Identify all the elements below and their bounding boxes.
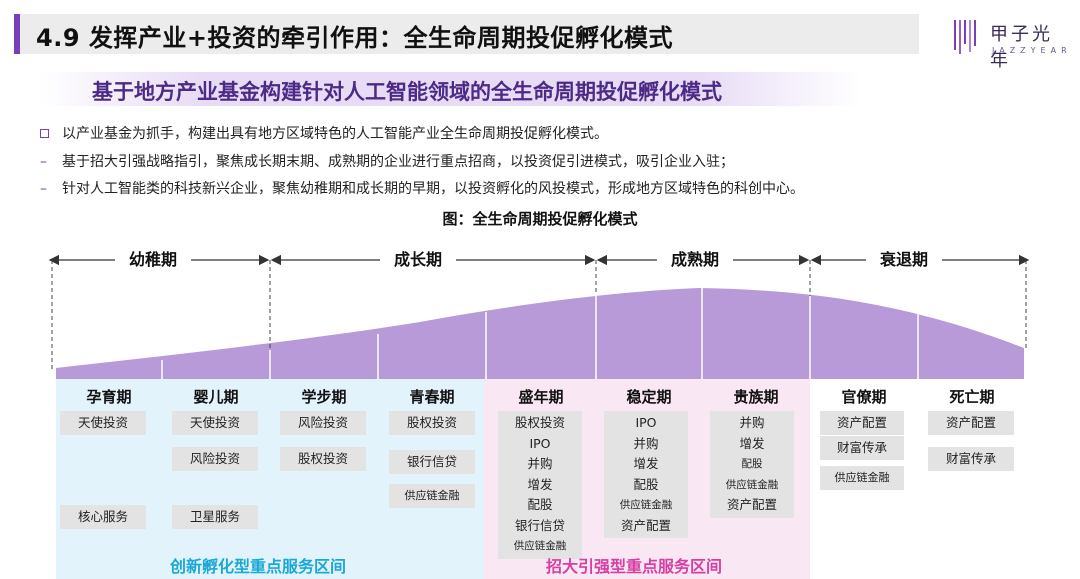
financing-box: 核心服务 bbox=[60, 505, 146, 529]
column-title: 稳定期 bbox=[626, 388, 672, 406]
incubation-zone-label: 创新孵化型重点服务区间 bbox=[170, 557, 347, 576]
financing-item: 增发 bbox=[633, 456, 659, 471]
financing-item: 配股 bbox=[741, 458, 763, 470]
financing-box: 资产配置 bbox=[820, 411, 904, 435]
financing-box: 资产配置 bbox=[928, 411, 1014, 435]
financing-item: 供应链金融 bbox=[725, 478, 779, 491]
financing-stack: IPO 并购 增发 配股 供应链金融 资产配置 bbox=[604, 411, 688, 538]
square-bullet-icon bbox=[40, 129, 49, 138]
bullet-item: –基于招大引强战略指引，聚焦成长期末期、成熟期的企业进行重点招商，以投资促引进模… bbox=[40, 151, 734, 171]
financing-item: 配股 bbox=[527, 497, 553, 512]
financing-stack: 股权投资 IPO 并购 增发 配股 银行信贷 供应链金融 bbox=[498, 411, 582, 559]
financing-box: 风险投资 bbox=[172, 447, 258, 471]
financing-item: IPO bbox=[529, 435, 551, 451]
financing-item: 资产配置 bbox=[726, 497, 777, 512]
financing-stack: 并购 增发 配股 供应链金融 资产配置 bbox=[710, 411, 794, 518]
financing-box: 股权投资 bbox=[280, 447, 366, 471]
logo-subtext: JAZZYEAR bbox=[992, 46, 1072, 55]
financing-box: 供应链金融 bbox=[820, 466, 904, 490]
column-title: 官僚期 bbox=[841, 388, 887, 406]
financing-item: 增发 bbox=[527, 476, 553, 492]
financing-item: 配股 bbox=[633, 476, 659, 492]
logo: 甲子光年 JAZZYEAR bbox=[952, 14, 1072, 71]
financing-box: 天使投资 bbox=[172, 411, 258, 435]
lifecycle-curve bbox=[56, 288, 1024, 379]
dash-bullet-icon: – bbox=[40, 181, 47, 197]
financing-item: 供应链金融 bbox=[513, 540, 567, 552]
stage-label-mature: 成熟期 bbox=[657, 246, 734, 270]
financing-box: 风险投资 bbox=[280, 411, 366, 435]
financing-box: 财富传承 bbox=[820, 436, 904, 460]
page-title: 4.9 发挥产业+投资的牵引作用：全生命周期投促孵化模式 bbox=[36, 24, 673, 52]
title-bar bbox=[14, 14, 919, 54]
stage-label-decline: 衰退期 bbox=[866, 246, 943, 270]
financing-item: 并购 bbox=[739, 415, 765, 430]
financing-box: 银行信贷 bbox=[389, 450, 475, 474]
column-title: 盛年期 bbox=[518, 388, 564, 406]
financing-item: IPO bbox=[635, 415, 657, 430]
bullet-item: –针对人工智能类的科技新兴企业，聚焦幼稚期和成长期的早期，以投资孵化的风投模式，… bbox=[40, 178, 804, 198]
stage-label-growth: 成长期 bbox=[380, 246, 457, 270]
stage-label-infant: 幼稚期 bbox=[115, 246, 192, 270]
dash-bullet-icon: – bbox=[40, 154, 47, 170]
column-title: 死亡期 bbox=[949, 388, 995, 406]
financing-box: 财富传承 bbox=[928, 447, 1014, 471]
column-title: 青春期 bbox=[409, 388, 455, 406]
logo-mark-icon bbox=[954, 20, 976, 54]
column-title: 学步期 bbox=[301, 388, 347, 406]
figure-title: 图：全生命周期投促孵化模式 bbox=[442, 210, 638, 228]
bullet-text: 基于招大引强战略指引，聚焦成长期末期、成熟期的企业进行重点招商，以投资促引进模式… bbox=[62, 154, 734, 170]
financing-item: 增发 bbox=[739, 435, 765, 451]
financing-item: 资产配置 bbox=[620, 517, 671, 533]
column-title: 贵族期 bbox=[733, 388, 779, 406]
bullet-text: 以产业基金为抓手，构建出具有地方区域特色的人工智能产业全生命周期投促孵化模式。 bbox=[62, 126, 608, 142]
bullet-item: 以产业基金为抓手，构建出具有地方区域特色的人工智能产业全生命周期投促孵化模式。 bbox=[40, 123, 608, 143]
column-title: 婴儿期 bbox=[193, 388, 239, 406]
bullet-text: 针对人工智能类的科技新兴企业，聚焦幼稚期和成长期的早期，以投资孵化的风投模式，形… bbox=[62, 181, 804, 197]
subtitle: 基于地方产业基金构建针对人工智能领域的全生命周期投促孵化模式 bbox=[92, 80, 722, 104]
financing-item: 银行信贷 bbox=[514, 517, 565, 533]
subtitle-background bbox=[40, 72, 860, 106]
financing-box: 供应链金融 bbox=[389, 484, 475, 508]
financing-item: 并购 bbox=[527, 456, 553, 471]
financing-box: 天使投资 bbox=[60, 411, 146, 435]
title-accent bbox=[14, 14, 20, 54]
financing-item: 并购 bbox=[633, 435, 659, 451]
financing-item: 股权投资 bbox=[514, 415, 565, 430]
financing-box: 股权投资 bbox=[389, 411, 475, 435]
logo-text: 甲子光年 bbox=[990, 24, 1053, 71]
attraction-zone-label: 招大引强型重点服务区间 bbox=[546, 557, 723, 576]
column-title: 孕育期 bbox=[86, 388, 132, 406]
financing-box: 卫星服务 bbox=[172, 505, 258, 529]
financing-item: 供应链金融 bbox=[619, 499, 673, 511]
